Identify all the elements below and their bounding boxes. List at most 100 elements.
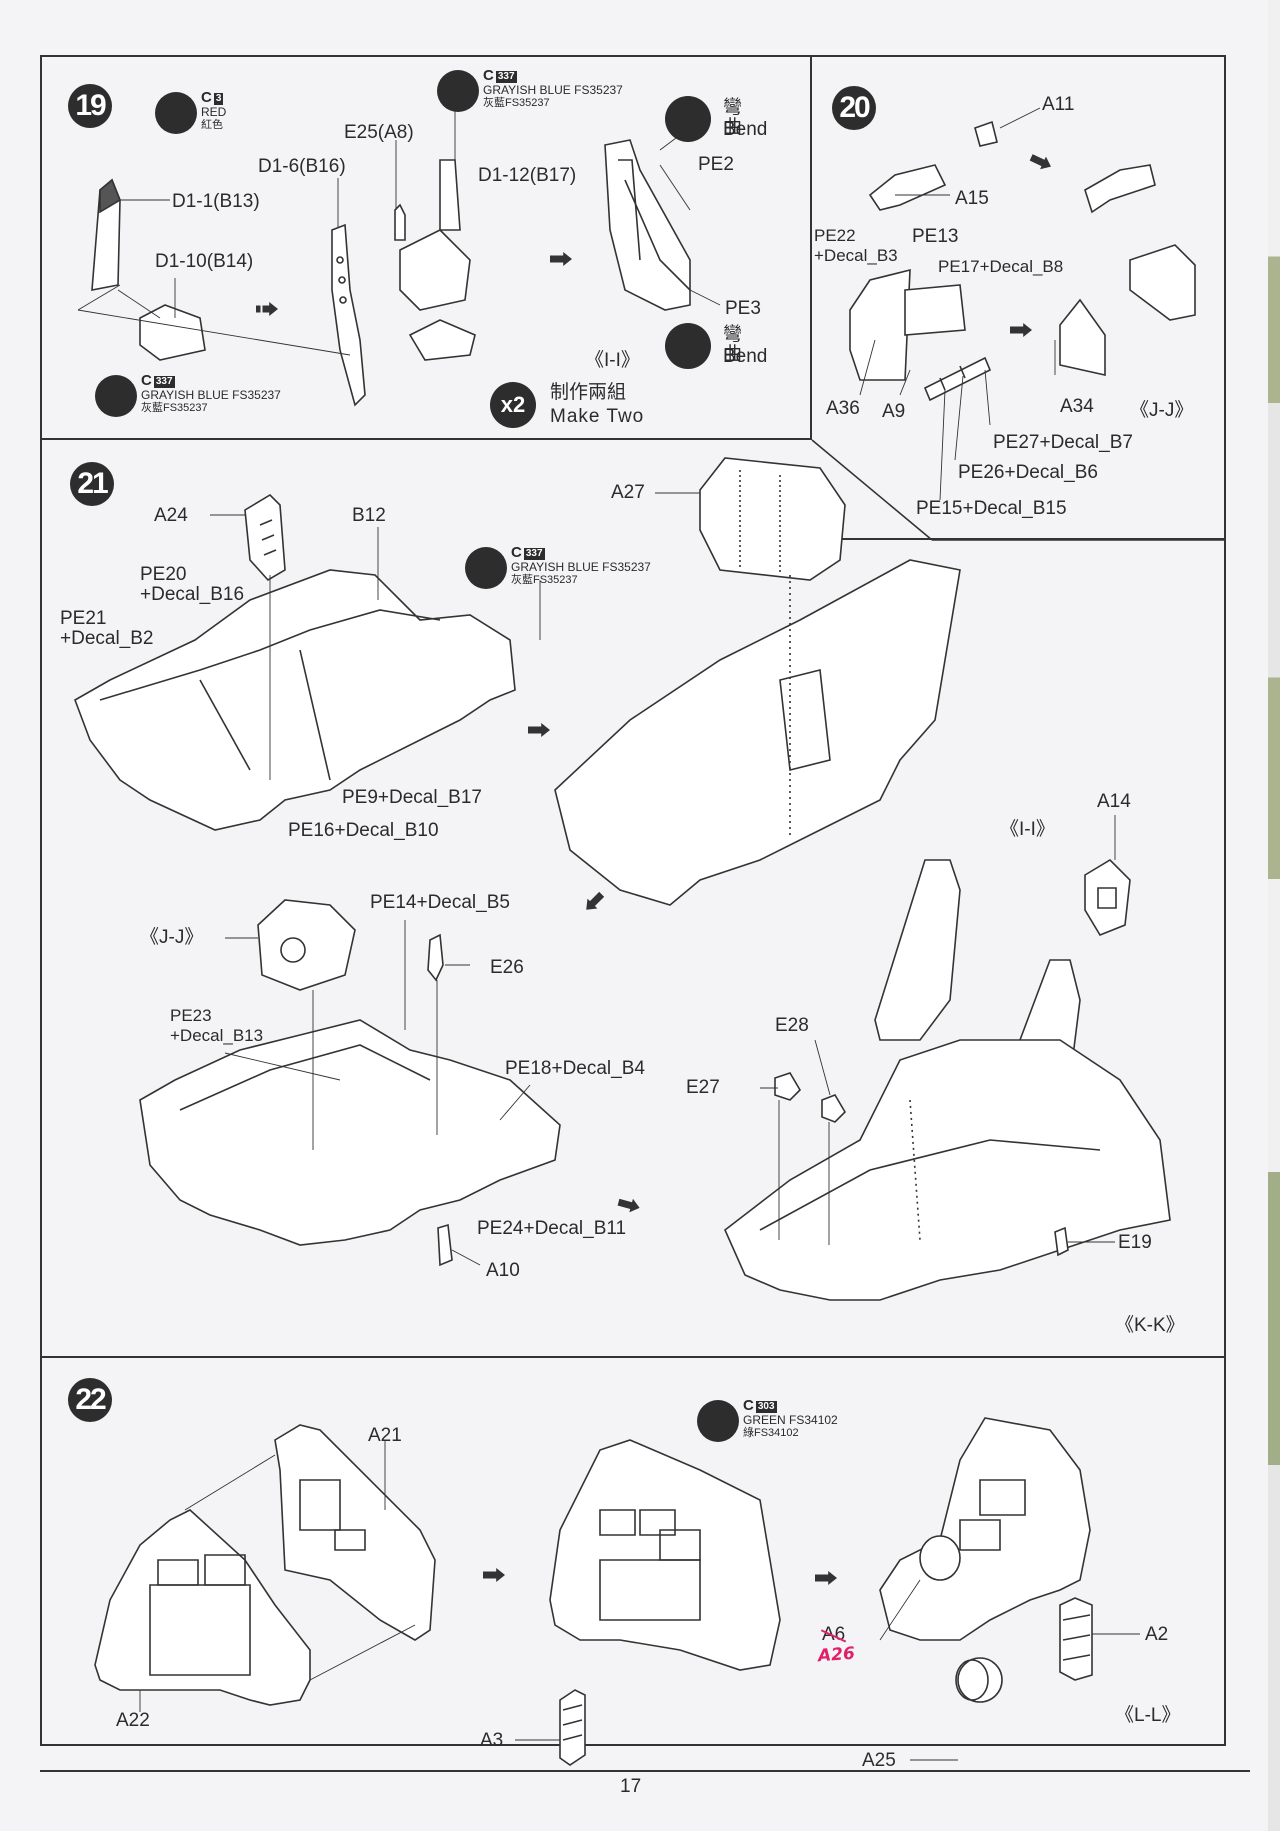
part-tub-front	[75, 570, 515, 830]
part-label-d1-1: D1-1(B13)	[172, 191, 260, 212]
step-number-22: 22	[68, 1378, 112, 1422]
part-e19	[1055, 1228, 1068, 1255]
part-label-a9: A9	[882, 401, 906, 422]
paint-brush-icon	[95, 375, 137, 417]
paint-name: GRAYISH BLUE FS35237	[141, 388, 281, 402]
part-label-pe23: PE23	[170, 1006, 212, 1025]
part-a36-housing	[850, 270, 965, 380]
part-label-pe17: PE17+Decal_B8	[938, 257, 1064, 276]
paint-name: GRAYISH BLUE FS35237	[483, 83, 623, 97]
next-step-arrow-icon	[1010, 323, 1032, 337]
part-green-assembly	[550, 1440, 780, 1670]
bend-label: Bend	[723, 119, 768, 140]
part-label-a36: A36	[826, 398, 860, 419]
part-tub-rear	[555, 560, 960, 905]
part-label-e27: E27	[686, 1077, 720, 1098]
part-a27-bulkhead	[700, 458, 845, 580]
panel-divider	[812, 440, 932, 540]
part-label-pe20-decal: +Decal_B16	[140, 584, 245, 605]
view-label-j-j: 《J-J》	[1130, 400, 1194, 421]
part-a2	[1060, 1598, 1092, 1680]
part-pe-strip	[925, 358, 990, 400]
part-label-pe24: PE24+Decal_B11	[477, 1218, 627, 1239]
part-tub-center	[140, 980, 560, 1245]
part-label-a24: A24	[154, 505, 188, 526]
part-label-e28: E28	[775, 1015, 809, 1036]
part-label-pe26: PE26+Decal_B6	[958, 462, 1098, 483]
view-label-i-i: 《I-I》	[585, 350, 640, 371]
paint-name: GREEN FS34102	[743, 1413, 838, 1427]
next-step-arrow-icon	[528, 723, 550, 737]
part-a22	[95, 1510, 310, 1705]
make-two-icon: x2	[490, 382, 536, 428]
paint-code: C	[483, 67, 494, 84]
part-label-pe22-decal: +Decal_B3	[814, 246, 898, 265]
paint-code: C	[201, 89, 212, 106]
step-number-21: 21	[70, 462, 114, 506]
paint-code: C	[743, 1397, 754, 1414]
part-a14	[1085, 860, 1130, 935]
part-label-a6-struck: A6	[822, 1624, 846, 1645]
part-label-a25: A25	[862, 1750, 896, 1771]
part-label-pe2: PE2	[698, 154, 734, 175]
leader-lines	[120, 108, 1140, 1760]
part-label-a22: A22	[116, 1710, 150, 1731]
paint-brush-icon	[437, 70, 479, 112]
page-number: 17	[620, 1776, 642, 1797]
part-label-b12: B12	[352, 505, 386, 526]
bend-icon	[665, 96, 711, 142]
handwritten-correction-a26: A26	[817, 1643, 856, 1667]
step-20-panel	[810, 55, 1226, 540]
make-two-label: Make Two	[550, 406, 645, 427]
part-label-a21: A21	[368, 1425, 402, 1446]
paint-name-zh: 綠FS34102	[743, 1427, 799, 1439]
part-label-pe14: PE14+Decal_B5	[370, 892, 510, 913]
view-label-i-i-ref: 《I-I》	[1000, 819, 1055, 840]
paint-name-zh: 灰藍FS35237	[141, 402, 208, 414]
part-a10	[438, 1225, 452, 1265]
part-label-a3: A3	[480, 1730, 504, 1751]
part-label-a2: A2	[1145, 1624, 1169, 1645]
paint-name-zh: 灰藍FS35237	[483, 97, 550, 109]
part-label-pe22: PE22	[814, 226, 856, 245]
step-19-panel	[40, 55, 812, 440]
next-step-arrow-icon	[256, 302, 278, 316]
part-label-pe9: PE9+Decal_B17	[342, 787, 482, 808]
part-label-pe20: PE20	[140, 564, 187, 585]
part-label-d1-10: D1-10(B14)	[155, 251, 254, 272]
part-seat-e25	[395, 160, 475, 360]
bend-label-zh: 彎曲	[723, 324, 743, 365]
part-seat-frame-d1-6	[332, 225, 365, 405]
part-label-pe27: PE27+Decal_B7	[993, 432, 1133, 453]
paint-number: 337	[153, 376, 175, 388]
view-label-k-k: 《K-K》	[1115, 1315, 1185, 1336]
paint-brush-icon	[465, 547, 507, 589]
part-final-assembly	[880, 1418, 1090, 1640]
paint-brush-icon	[155, 92, 197, 134]
next-step-arrow-icon	[550, 252, 572, 266]
part-label-pe15: PE15+Decal_B15	[916, 498, 1067, 519]
step-number-19: 19	[68, 84, 112, 128]
part-cushion-d1-10	[140, 305, 205, 360]
part-a34-assembly	[1060, 245, 1195, 375]
bend-label: Bend	[723, 346, 768, 367]
part-label-pe16: PE16+Decal_B10	[288, 820, 439, 841]
part-jj-assembly	[258, 900, 355, 990]
paint-brush-icon	[697, 1400, 739, 1442]
step-22-panel	[40, 1356, 1226, 1746]
part-label-a11: A11	[1042, 94, 1075, 115]
bend-label-zh: 彎曲	[723, 97, 743, 138]
make-two-label-zh: 制作兩組	[550, 382, 627, 403]
paint-name: GRAYISH BLUE FS35237	[511, 560, 651, 574]
part-label-e19: E19	[1118, 1232, 1152, 1253]
next-step-arrow-icon	[483, 1568, 505, 1582]
part-label-pe21: PE21	[60, 608, 107, 629]
part-e27-e28	[775, 1073, 845, 1245]
part-a25	[956, 1658, 1002, 1702]
paint-number: 3	[213, 93, 224, 105]
part-a15-a11	[870, 122, 1155, 212]
part-label-pe3: PE3	[725, 298, 761, 319]
paint-number: 337	[523, 548, 545, 560]
paint-name: RED	[201, 105, 227, 119]
